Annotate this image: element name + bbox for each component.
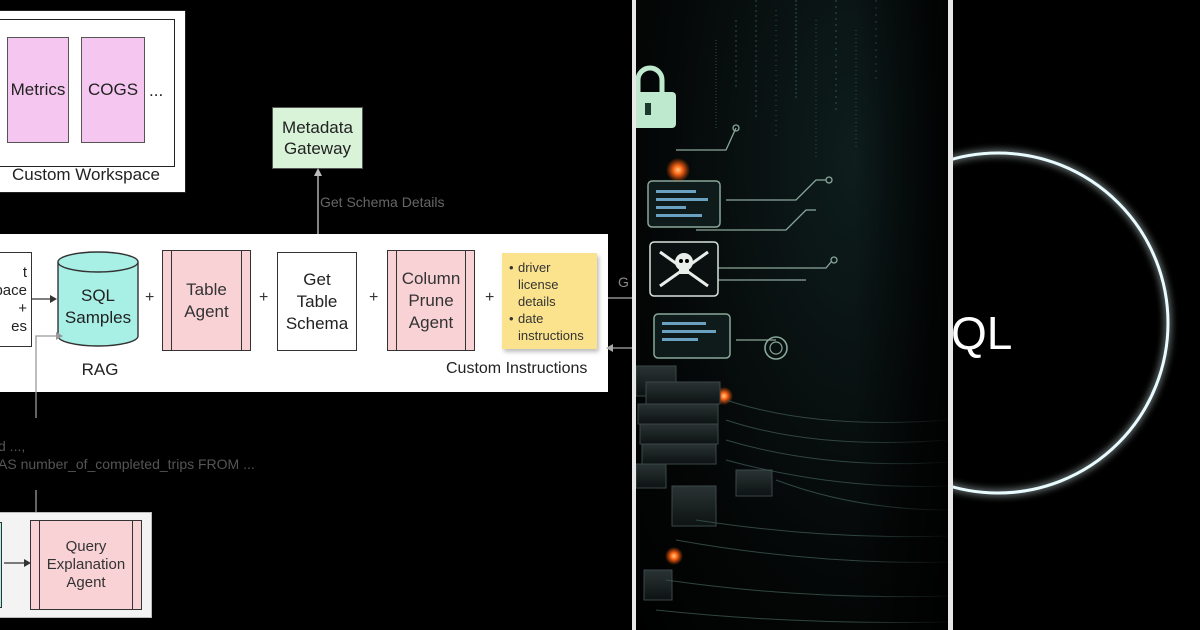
table-agent-box: Table Agent: [162, 250, 251, 351]
column-prune-line2: Prune: [408, 290, 454, 310]
metadata-gateway-line1: Metadata: [282, 118, 353, 137]
sql-logo-panel: QL: [953, 0, 1200, 630]
rag-label: RAG: [81, 360, 119, 379]
column-prune-line1: Column: [401, 268, 461, 288]
panel-separator-1: [632, 0, 636, 630]
right-edge-arrows: [606, 297, 632, 352]
explanation-input-stub: [0, 522, 2, 608]
left-box-arrow: [32, 295, 57, 303]
custom-workspace-label: Custom Workspace: [11, 165, 160, 184]
circuit-art: [636, 0, 948, 630]
security-illustration: [636, 0, 948, 630]
plus-sign-1: +: [145, 289, 155, 306]
table-agent-line2: Agent: [184, 301, 229, 321]
cogs-card: COGS: [81, 37, 145, 143]
sticky-item-date-instructions: date instructions: [509, 310, 591, 344]
workspace-inner-frame: [0, 19, 175, 167]
metadata-gateway-box: Metadata Gateway: [272, 107, 363, 169]
sql-logo-text: QL: [953, 307, 1013, 359]
query-text-line2: AS number_of_completed_trips FROM ...: [0, 456, 255, 472]
left-box-line4: es: [11, 317, 27, 335]
metadata-gateway-line2: Gateway: [283, 139, 352, 158]
explanation-line1: Query: [65, 538, 107, 555]
metrics-card: Metrics: [7, 37, 69, 143]
plus-sign-3: +: [369, 289, 379, 306]
column-prune-agent-box: Column Prune Agent: [387, 250, 475, 351]
column-prune-line3: Agent: [408, 312, 454, 332]
plus-sign-2: +: [259, 289, 269, 306]
glow-ring: [953, 151, 1170, 495]
get-schema-line2: Table: [296, 291, 338, 311]
edge-fragment-label: G: [618, 274, 629, 290]
sql-samples-line2: Samples: [64, 308, 132, 327]
query-to-explanation-connector: [35, 490, 37, 512]
left-box-line1: t: [22, 263, 27, 281]
sql-samples-line1: SQL: [80, 286, 116, 305]
custom-instructions-label: Custom Instructions: [446, 360, 588, 377]
panel-separator-2: [948, 0, 953, 630]
table-agent-line1: Table: [186, 279, 227, 299]
query-explanation-agent-box: Query Explanation Agent: [30, 520, 142, 610]
plus-sign-4: +: [485, 289, 495, 306]
workspace-ellipsis: ...: [149, 81, 164, 100]
gateway-connector: [314, 168, 322, 236]
explanation-line2: Explanation: [46, 556, 126, 573]
sticky-item-driver-license: driver license details: [509, 259, 591, 310]
explanation-arrow: [4, 559, 31, 567]
architecture-diagram: Metrics COGS ... Custom Workspace Metada…: [0, 0, 632, 630]
sql-samples-cylinder: [57, 251, 139, 347]
get-schema-line3: Schema: [285, 313, 349, 333]
explanation-line3: Agent: [66, 574, 106, 591]
custom-workspace-box: Metrics COGS ... Custom Workspace: [0, 10, 186, 193]
get-schema-line1: Get: [303, 269, 331, 289]
custom-instructions-sticky-note: driver license details date instructions: [502, 253, 597, 349]
query-text-line1: d ...,: [0, 438, 26, 454]
get-table-schema-box: Get Table Schema: [277, 252, 357, 351]
sql-samples-label: SQL Samples: [56, 285, 140, 329]
get-schema-details-label: Get Schema Details: [320, 194, 445, 210]
left-box-line2: pace: [0, 281, 27, 299]
left-box-line3: +: [18, 299, 27, 317]
query-to-rag-connector: [35, 332, 63, 418]
workspace-input-box: t pace + es: [0, 252, 32, 347]
